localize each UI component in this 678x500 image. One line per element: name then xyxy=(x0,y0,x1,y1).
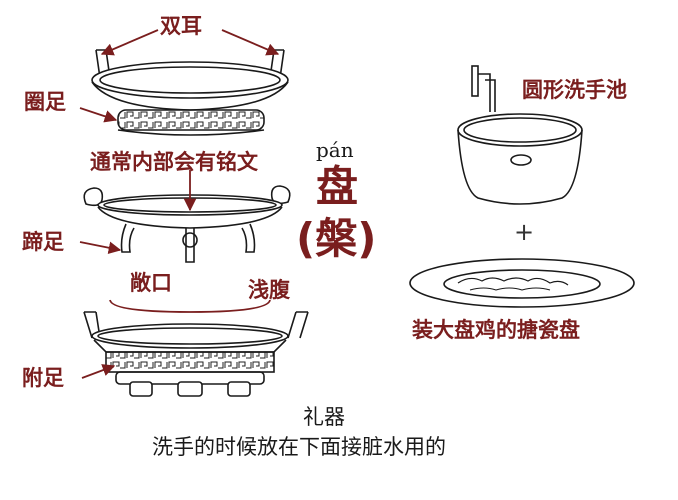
label-double-ears: 双耳 xyxy=(160,14,202,38)
arrow-ear-right xyxy=(221,29,280,56)
arrow-hoof-foot xyxy=(79,241,122,254)
label-attached-foot: 附足 xyxy=(22,366,64,390)
label-enamel-plate: 装大盘鸡的搪瓷盘 xyxy=(412,318,580,342)
pinyin-pan: pán xyxy=(316,138,354,162)
character-pan: 盘 xyxy=(316,162,359,211)
plus-sign: + xyxy=(514,218,535,246)
arrow-ear-left xyxy=(100,29,159,56)
label-shallow-belly: 浅腹 xyxy=(248,278,290,302)
label-ritual-use: 洗手的时候放在下面接脏水用的 xyxy=(152,435,446,459)
annotation-arrows xyxy=(79,29,280,379)
label-ring-foot: 圈足 xyxy=(24,90,66,114)
mouth-belly-bracket xyxy=(109,299,271,313)
basin-with-attached-feet xyxy=(83,311,309,397)
arrow-attached-foot xyxy=(81,364,116,379)
basin-with-ears xyxy=(91,49,289,136)
label-flared-mouth: 敞口 xyxy=(130,271,172,295)
basin-with-hoof-feet xyxy=(83,185,291,263)
label-hoof-foot: 蹄足 xyxy=(22,230,64,254)
character-pan-variant: (槃) xyxy=(296,214,377,263)
enamel-plate xyxy=(409,258,635,308)
label-round-basin: 圆形洗手池 xyxy=(522,78,627,102)
round-washbasin xyxy=(457,65,583,205)
arrow-ring-foot xyxy=(79,107,118,123)
label-inscription: 通常内部会有铭文 xyxy=(90,150,258,174)
label-ritual-vessel: 礼器 xyxy=(303,405,345,429)
